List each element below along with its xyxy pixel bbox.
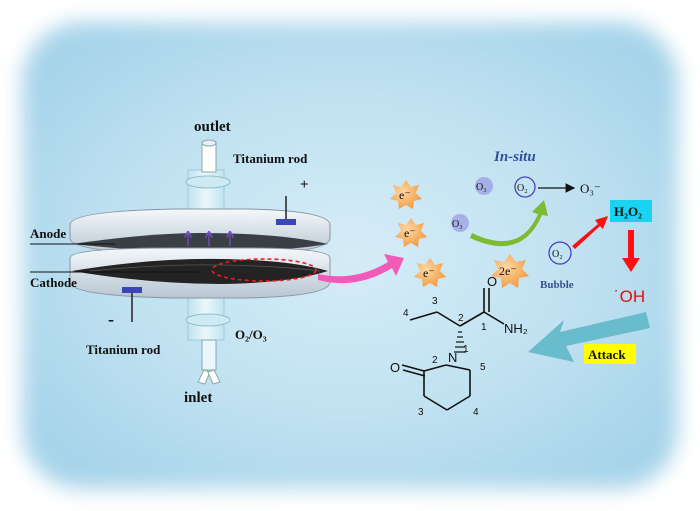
cathode-label: Cathode <box>30 275 77 290</box>
minus-sign: - <box>108 309 114 329</box>
gas-feed-label: O₂/O₃ <box>235 327 267 342</box>
bubble-label: Bubble <box>540 279 574 291</box>
atom-number: 1 <box>481 322 487 333</box>
electron-star: e⁻ <box>395 218 427 247</box>
watercolor-background <box>22 22 678 489</box>
svg-text:e⁻: e⁻ <box>404 226 416 240</box>
nitrogen-label: N <box>448 350 457 365</box>
attack-label: Attack <box>588 347 626 362</box>
ozone-label: O₃ <box>452 219 463 230</box>
ozone-sphere <box>475 177 493 195</box>
in-situ-label: In-situ <box>493 149 536 165</box>
svg-text:2e⁻: 2e⁻ <box>499 264 517 278</box>
oxygen-label: O₂ <box>517 183 528 194</box>
atom-number: 3 <box>432 296 438 307</box>
inlet-label: inlet <box>184 390 212 406</box>
attack-arrow <box>528 312 650 362</box>
svg-text:e⁻: e⁻ <box>423 266 435 280</box>
electron-star: e⁻ <box>390 180 422 209</box>
ozone-label: O₃ <box>476 182 487 193</box>
bubble-oxygen-label: O₂ <box>552 249 563 260</box>
carbonyl-oxygen-ring: O <box>390 360 400 375</box>
cathode-highlight <box>211 258 317 282</box>
outlet-label: outlet <box>194 119 231 135</box>
oxygen-circle <box>514 176 536 198</box>
titanium-rod-top <box>276 219 296 225</box>
cathode-electrode <box>72 258 328 284</box>
atom-number: 1 <box>463 344 469 355</box>
reactor-cell <box>30 139 331 385</box>
electron-star: e⁻ <box>414 258 446 287</box>
atom-number: 2 <box>458 313 464 324</box>
titanium-rod-top-label: Titanium rod <box>233 151 308 166</box>
zoom-arrow <box>318 254 404 284</box>
h2o2-label: H₂O₂ <box>614 204 642 219</box>
inlet-nozzle <box>201 339 217 371</box>
oh-radical-label: ˙OH <box>614 287 645 306</box>
carbonyl-oxygen-top: O <box>487 274 497 289</box>
svg-text:e⁻: e⁻ <box>399 188 411 202</box>
bubble-circle <box>548 241 572 265</box>
atom-number: 4 <box>473 407 479 418</box>
h2o2-box <box>610 200 652 222</box>
stereo-wedge <box>454 331 466 353</box>
conversion-arrow <box>470 200 548 247</box>
anode-label: Anode <box>30 226 66 241</box>
h2o2-to-oh-arrow <box>622 230 640 272</box>
attack-box <box>584 344 636 364</box>
atom-number: 2 <box>432 355 438 366</box>
atom-number: 4 <box>403 308 409 319</box>
molecule-structure <box>401 288 505 411</box>
bubble-to-h2o2-arrow <box>572 216 608 249</box>
titanium-rod-bottom <box>122 287 142 293</box>
nh2-label: NH₂ <box>504 321 528 336</box>
plus-sign: + <box>300 177 309 193</box>
ozonide-label: O₃⁻ <box>580 181 601 196</box>
electron-star: 2e⁻ <box>491 254 529 288</box>
ozone-sphere <box>451 214 469 232</box>
titanium-rod-bottom-label: Titanium rod <box>86 342 161 357</box>
anode-electrode <box>72 233 328 252</box>
atom-number: 5 <box>480 362 486 373</box>
atom-number: 3 <box>418 407 424 418</box>
